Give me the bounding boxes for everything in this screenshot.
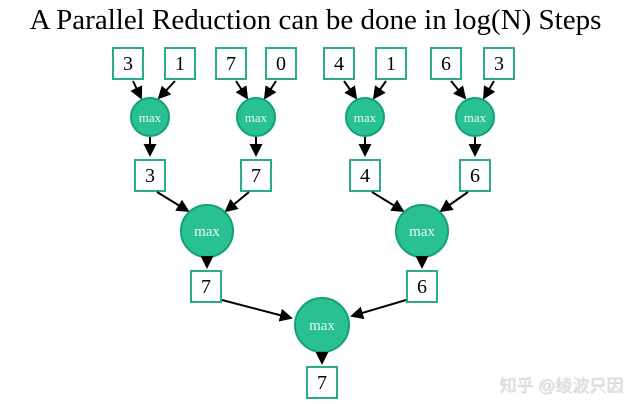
input-box xyxy=(430,47,462,80)
arrows-inputs-to-step1 xyxy=(130,80,496,100)
max-node-label: max xyxy=(194,224,220,240)
input-value: 1 xyxy=(175,53,185,75)
step1-max-nodes: max max max max xyxy=(130,97,495,137)
result-box xyxy=(190,270,222,303)
input-value: 7 xyxy=(226,53,236,75)
input-value: 0 xyxy=(276,53,286,75)
max-node xyxy=(130,97,170,137)
input-box xyxy=(323,47,355,80)
result-box xyxy=(134,159,166,192)
result-value: 3 xyxy=(145,165,155,187)
page-title: A Parallel Reduction can be done in log(… xyxy=(29,4,602,36)
max-node xyxy=(236,97,276,137)
arrow xyxy=(483,80,496,100)
input-box xyxy=(112,47,144,80)
zhihu-watermark: 知乎 @绫波只因 xyxy=(499,376,623,395)
result-value: 4 xyxy=(360,165,370,187)
arrow xyxy=(372,80,387,100)
input-box xyxy=(375,47,407,80)
arrow xyxy=(130,80,143,100)
input-box xyxy=(215,47,247,80)
arrows-results-to-step2 xyxy=(156,191,469,213)
arrow xyxy=(157,80,176,100)
arrow xyxy=(439,191,469,213)
arrow xyxy=(450,80,467,100)
step2-max-nodes: max max xyxy=(180,204,449,258)
input-row: 3 1 7 0 4 1 6 3 xyxy=(112,47,515,80)
final-result-box xyxy=(306,366,338,399)
input-box xyxy=(483,47,515,80)
arrow xyxy=(235,80,249,100)
input-value: 4 xyxy=(334,53,344,75)
result-value: 6 xyxy=(417,276,427,298)
input-box xyxy=(265,47,297,80)
arrow xyxy=(221,299,293,322)
input-value: 6 xyxy=(441,53,451,75)
result-box xyxy=(459,159,491,192)
step2-result-row: 7 6 xyxy=(190,270,438,303)
max-node xyxy=(455,97,495,137)
arrow xyxy=(224,191,250,213)
arrow xyxy=(343,80,358,100)
arrows-results-to-final xyxy=(221,299,407,322)
result-box xyxy=(349,159,381,192)
arrow xyxy=(263,80,277,100)
input-box xyxy=(164,47,196,80)
input-value: 3 xyxy=(494,53,504,75)
result-value: 7 xyxy=(201,276,211,298)
max-node-label: max xyxy=(245,110,268,125)
max-node-label: max xyxy=(464,110,487,125)
arrow xyxy=(156,191,190,213)
max-node xyxy=(345,97,385,137)
arrows-step2-to-results xyxy=(200,255,429,269)
max-node-label: max xyxy=(139,110,162,125)
result-value: 7 xyxy=(251,165,261,187)
result-box xyxy=(240,159,272,192)
result-value: 6 xyxy=(470,165,480,187)
arrow xyxy=(371,191,405,213)
step1-result-row: 3 7 4 6 xyxy=(134,159,491,192)
input-value: 1 xyxy=(386,53,396,75)
final-result-value: 7 xyxy=(317,372,327,394)
max-node-label: max xyxy=(409,224,435,240)
max-node-label: max xyxy=(309,318,335,334)
final-max-node-group: max 7 xyxy=(294,297,350,399)
arrows-step1-to-results xyxy=(143,137,482,157)
result-box xyxy=(406,270,438,303)
arrow xyxy=(350,299,407,320)
input-value: 3 xyxy=(123,53,133,75)
max-node-label: max xyxy=(354,110,377,125)
